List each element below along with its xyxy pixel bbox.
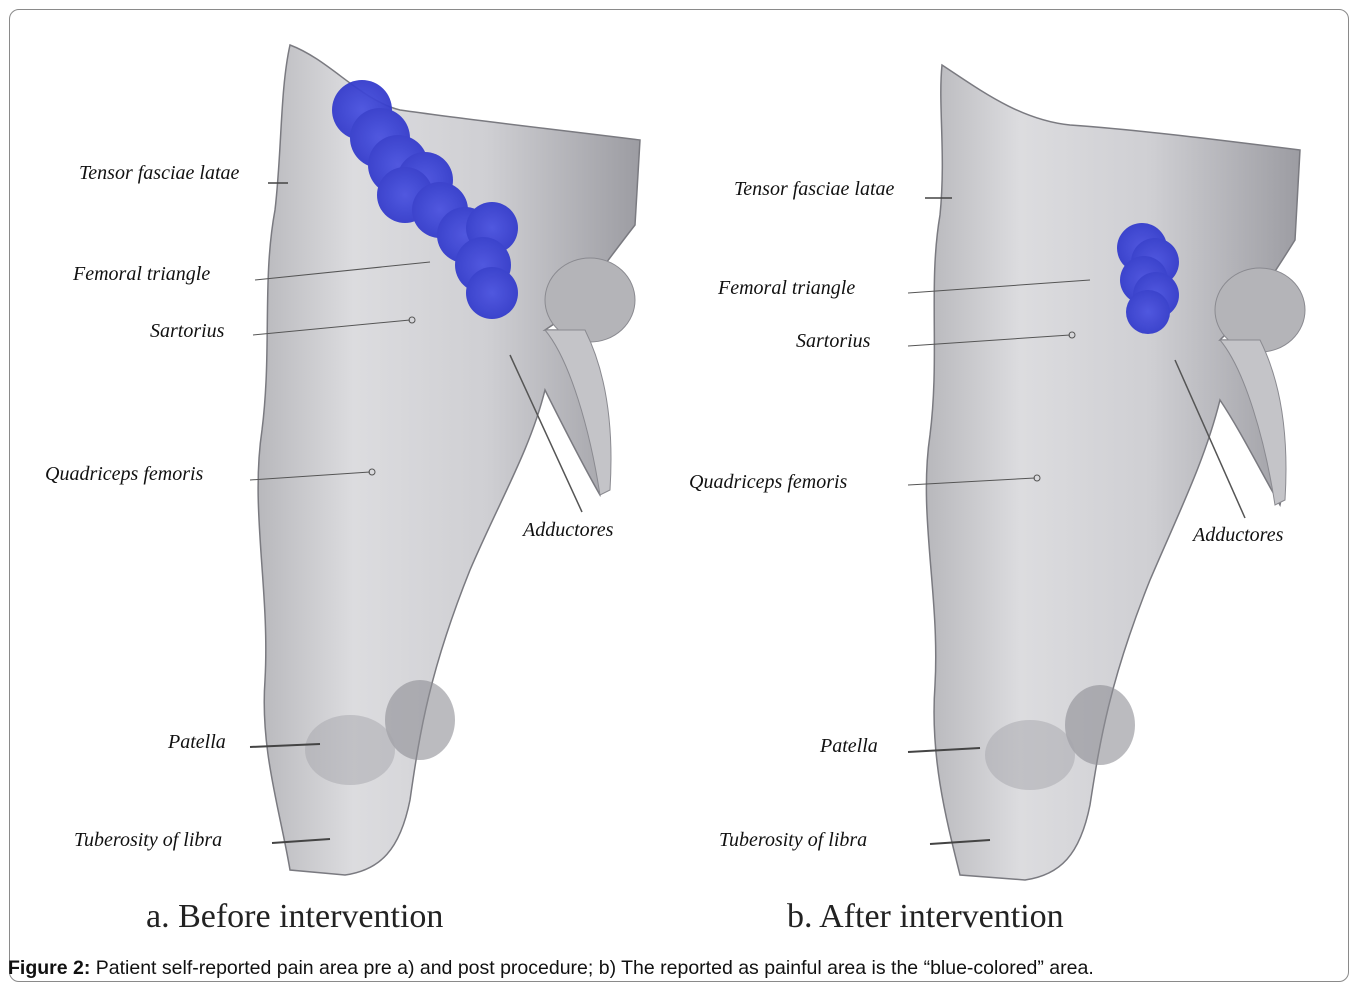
caption-lead: Figure 2: bbox=[8, 957, 90, 979]
label-patella: Patella bbox=[820, 735, 878, 758]
label-tuberosity-of-libra: Tuberosity of libra bbox=[719, 829, 867, 852]
label-femoral-triangle: Femoral triangle bbox=[73, 263, 210, 286]
caption-text: Patient self-reported pain area pre a) a… bbox=[90, 957, 1093, 979]
subtitle-before: a. Before intervention bbox=[146, 898, 443, 936]
label-quadriceps-femoris: Quadriceps femoris bbox=[689, 471, 847, 494]
panel-before: Tensor fasciae latae Femoral triangle Sa… bbox=[0, 30, 660, 890]
panel-after: Tensor fasciae latae Femoral triangle Sa… bbox=[660, 30, 1320, 890]
subtitle-after: b. After intervention bbox=[787, 898, 1064, 936]
figure-caption: Figure 2: Patient self-reported pain are… bbox=[8, 957, 1353, 980]
label-adductores: Adductores bbox=[523, 519, 613, 542]
label-sartorius: Sartorius bbox=[796, 330, 870, 353]
label-femoral-triangle: Femoral triangle bbox=[718, 277, 855, 300]
label-tensor-fasciae-latae: Tensor fasciae latae bbox=[734, 178, 894, 201]
label-patella: Patella bbox=[168, 731, 226, 754]
label-sartorius: Sartorius bbox=[150, 320, 224, 343]
thigh-illustration-before bbox=[0, 30, 660, 890]
label-adductores: Adductores bbox=[1193, 524, 1283, 547]
label-quadriceps-femoris: Quadriceps femoris bbox=[45, 463, 203, 486]
label-tensor-fasciae-latae: Tensor fasciae latae bbox=[79, 162, 239, 185]
thigh-illustration-after bbox=[660, 30, 1320, 890]
label-tuberosity-of-libra: Tuberosity of libra bbox=[74, 829, 222, 852]
